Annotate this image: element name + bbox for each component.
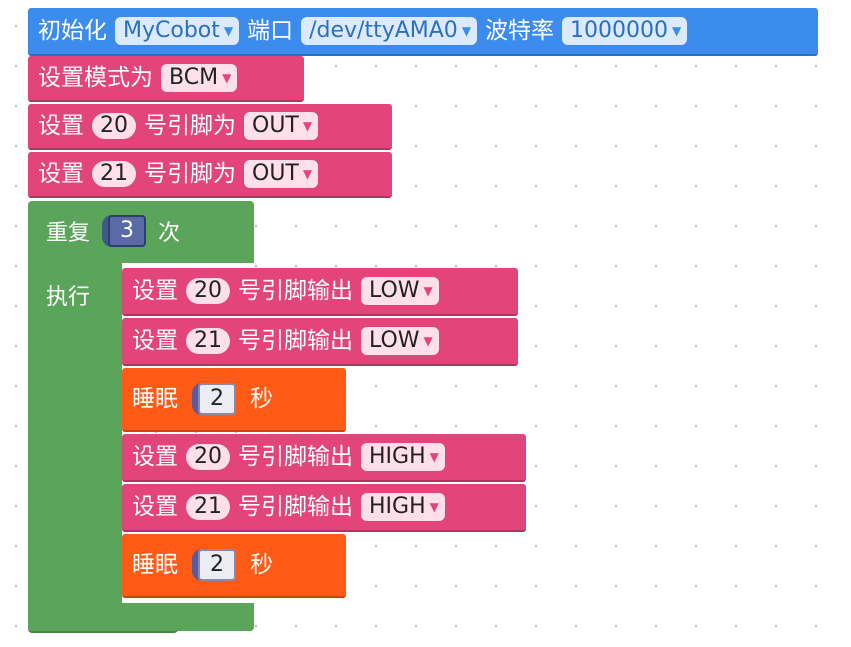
sleep-block[interactable]: 睡眠 2 秒 xyxy=(122,368,346,432)
sleep-seconds-slot[interactable]: 2 xyxy=(192,382,236,416)
pin-output-block[interactable]: 设置 21 号引脚输出 HIGH ▼ xyxy=(122,484,526,532)
sleep-label: 睡眠 xyxy=(132,385,178,412)
pin-output-block[interactable]: 设置 20 号引脚输出 HIGH ▼ xyxy=(122,434,526,482)
sleep-seconds-value[interactable]: 2 xyxy=(198,382,236,416)
chevron-down-icon: ▼ xyxy=(223,23,234,38)
chevron-down-icon: ▼ xyxy=(461,23,472,38)
pin-output-suffix: 号引脚输出 xyxy=(238,277,353,304)
pin-output-prefix: 设置 xyxy=(132,327,178,354)
pin-output-prefix: 设置 xyxy=(132,493,178,520)
pin-number-field[interactable]: 20 xyxy=(92,112,136,140)
pin-output-prefix: 设置 xyxy=(132,277,178,304)
port-dropdown-value: /dev/ttyAMA0 xyxy=(309,18,458,44)
robot-dropdown[interactable]: MyCobot ▼ xyxy=(115,17,240,45)
repeat-label: 重复 xyxy=(46,221,91,247)
pin-level-dropdown[interactable]: LOW ▼ xyxy=(361,327,439,355)
sleep-unit: 秒 xyxy=(250,551,273,578)
repeat-do-label: 执行 xyxy=(46,285,91,310)
chevron-down-icon: ▼ xyxy=(423,283,433,298)
chevron-down-icon: ▼ xyxy=(429,499,439,514)
baud-dropdown-value: 1000000 xyxy=(570,18,669,44)
pin-level-value: LOW xyxy=(369,278,420,304)
pin-setup-block[interactable]: 设置 20 号引脚为 OUT ▼ xyxy=(28,104,392,150)
pin-output-suffix: 号引脚输出 xyxy=(238,493,353,520)
pin-level-dropdown[interactable]: HIGH ▼ xyxy=(361,443,445,471)
set-mode-block[interactable]: 设置模式为 BCM ▼ xyxy=(28,56,304,102)
pin-direction-dropdown[interactable]: OUT ▼ xyxy=(244,160,319,188)
pin-number-field[interactable]: 21 xyxy=(186,493,230,521)
pin-setup-block[interactable]: 设置 21 号引脚为 OUT ▼ xyxy=(28,152,392,198)
pin-setup-prefix: 设置 xyxy=(38,112,84,139)
pin-setup-suffix: 号引脚为 xyxy=(144,112,236,139)
chevron-down-icon: ▼ xyxy=(423,333,433,348)
repeat-count-value[interactable]: 3 xyxy=(108,215,147,248)
pin-output-block[interactable]: 设置 21 号引脚输出 LOW ▼ xyxy=(122,318,518,366)
mode-dropdown[interactable]: BCM ▼ xyxy=(161,64,238,92)
repeat-unit: 次 xyxy=(158,221,181,247)
pin-direction-value: OUT xyxy=(252,161,299,187)
robot-dropdown-value: MyCobot xyxy=(123,18,220,44)
port-label: 端口 xyxy=(247,17,294,44)
init-block[interactable]: 初始化 MyCobot ▼ 端口 /dev/ttyAMA0 ▼ 波特率 1000… xyxy=(28,8,818,56)
chevron-down-icon: ▼ xyxy=(672,23,682,38)
baud-dropdown[interactable]: 1000000 ▼ xyxy=(562,17,688,45)
sleep-unit: 秒 xyxy=(250,385,273,412)
init-label: 初始化 xyxy=(38,17,107,44)
chevron-down-icon: ▼ xyxy=(429,449,439,464)
pin-setup-prefix: 设置 xyxy=(38,160,84,187)
repeat-count-slot[interactable]: 3 xyxy=(102,215,147,248)
pin-direction-value: OUT xyxy=(252,113,299,139)
pin-number-field[interactable]: 21 xyxy=(92,160,136,188)
mode-dropdown-value: BCM xyxy=(169,65,219,91)
pin-setup-suffix: 号引脚为 xyxy=(144,160,236,187)
pin-level-value: HIGH xyxy=(369,494,426,520)
pin-number-field[interactable]: 20 xyxy=(186,277,230,305)
baud-label: 波特率 xyxy=(485,17,555,44)
pin-direction-dropdown[interactable]: OUT ▼ xyxy=(244,112,319,140)
pin-output-suffix: 号引脚输出 xyxy=(238,327,353,354)
chevron-down-icon: ▼ xyxy=(302,118,313,133)
pin-level-dropdown[interactable]: LOW ▼ xyxy=(361,277,439,305)
sleep-seconds-slot[interactable]: 2 xyxy=(192,548,236,582)
chevron-down-icon: ▼ xyxy=(222,70,232,85)
pin-level-value: HIGH xyxy=(369,444,426,470)
chevron-down-icon: ▼ xyxy=(302,166,313,181)
sleep-seconds-value[interactable]: 2 xyxy=(198,548,236,582)
pin-level-dropdown[interactable]: HIGH ▼ xyxy=(361,493,445,521)
repeat-block-footer xyxy=(28,603,178,633)
pin-output-prefix: 设置 xyxy=(132,443,178,470)
pin-level-value: LOW xyxy=(369,328,420,354)
port-dropdown[interactable]: /dev/ttyAMA0 ▼ xyxy=(301,17,478,45)
pin-output-suffix: 号引脚输出 xyxy=(238,443,353,470)
pin-number-field[interactable]: 20 xyxy=(186,443,230,471)
sleep-label: 睡眠 xyxy=(132,551,178,578)
pin-output-block[interactable]: 设置 20 号引脚输出 LOW ▼ xyxy=(122,268,518,316)
repeat-header: 重复 3 次 xyxy=(46,215,181,248)
pin-number-field[interactable]: 21 xyxy=(186,327,230,355)
set-mode-label: 设置模式为 xyxy=(38,64,153,91)
sleep-block[interactable]: 睡眠 2 秒 xyxy=(122,534,346,598)
